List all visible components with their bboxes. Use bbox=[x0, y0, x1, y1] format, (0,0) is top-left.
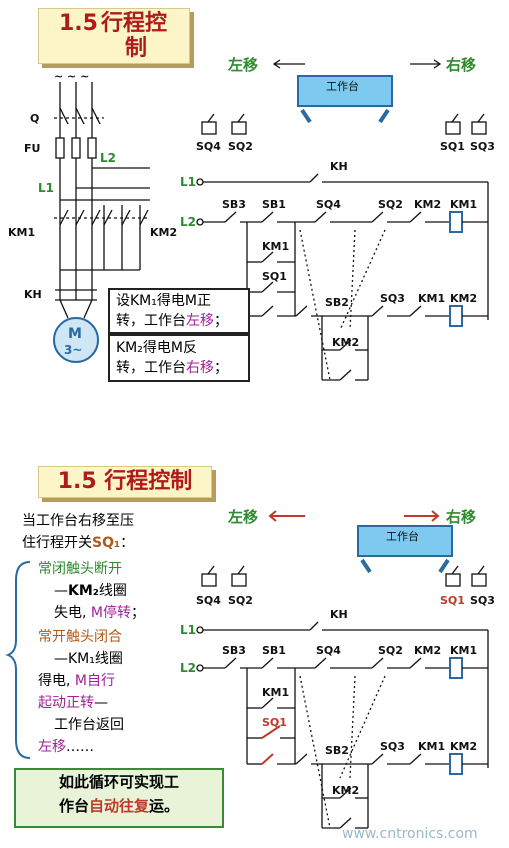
top-note-b: KM₂得电M反 转，工作台右移； bbox=[108, 334, 250, 382]
motor-3-label: 3~ bbox=[64, 343, 82, 357]
top-ctrl-sb3: SB3 bbox=[222, 198, 246, 211]
bottom-ctrl-km1coil: KM1 bbox=[450, 644, 477, 657]
bottom-o3: 得电, M自行 bbox=[38, 673, 115, 689]
top-ctrl-sq2: SQ2 bbox=[378, 198, 403, 211]
top-ctrl-km2a: KM2 bbox=[414, 198, 441, 211]
top-ctrl-sq3: SQ3 bbox=[380, 292, 405, 305]
bottom-sw-sq1: SQ1 bbox=[440, 594, 465, 607]
top-ctrl-sb1: SB1 bbox=[262, 198, 286, 211]
top-l1-label: L1 bbox=[38, 181, 54, 195]
top-q-label: Q bbox=[30, 112, 39, 125]
top-fu-label: FU bbox=[24, 142, 40, 155]
top-ctrl-km2coil: KM2 bbox=[450, 292, 477, 305]
bottom-table-label: 工作台 bbox=[386, 529, 419, 543]
bottom-o1: 常开触头闭合 bbox=[38, 629, 122, 645]
top-l2-label: L2 bbox=[100, 151, 116, 165]
bottom-ctrl-sb2: SB2 bbox=[325, 744, 349, 757]
bottom-left-move-label: 左移 bbox=[227, 508, 258, 526]
top-right-move-label: 右移 bbox=[446, 56, 476, 74]
bottom-sw-sq4: SQ4 bbox=[196, 594, 221, 607]
top-km2-label: KM2 bbox=[150, 226, 177, 239]
bottom-ctrl-sb3: SB3 bbox=[222, 644, 246, 657]
top-note-b-line2: 转，工作台右移； bbox=[116, 360, 228, 376]
bottom-loop-line2: 作台自动往复运。 bbox=[58, 797, 180, 815]
top-note-a-line1: 设KM₁得电M正 bbox=[116, 293, 211, 309]
top-sw-sq3: SQ3 bbox=[470, 140, 495, 153]
motor-m-label: M bbox=[68, 326, 82, 342]
top-note-a: 设KM₁得电M正 转，工作台左移； bbox=[108, 288, 250, 334]
top-ctrl-km1b: KM1 bbox=[418, 292, 445, 305]
bottom-ctrl-km1a: KM1 bbox=[262, 686, 289, 699]
bottom-o4: 起动正转— bbox=[38, 695, 108, 711]
top-ctrl-l1: L1 bbox=[180, 175, 196, 189]
top-sw-sq2: SQ2 bbox=[228, 140, 253, 153]
top-title-number: 1.5 bbox=[59, 11, 98, 36]
top-sw-sq4: SQ4 bbox=[196, 140, 221, 153]
bottom-ctrl-km2b: KM2 bbox=[332, 784, 359, 797]
top-ctrl-sq4: SQ4 bbox=[316, 198, 341, 211]
bottom-title-box: 1.5 行程控制 bbox=[38, 466, 212, 498]
bottom-ctrl-sq1: SQ1 bbox=[262, 716, 287, 729]
bottom-ctrl-km1b: KM1 bbox=[418, 740, 445, 753]
top-ctrl-kh: KH bbox=[330, 160, 348, 173]
bottom-ctrl-kh: KH bbox=[330, 608, 348, 621]
top-note-a-line2: 转，工作台左移； bbox=[116, 313, 228, 329]
bottom-ctrl-sq3: SQ3 bbox=[380, 740, 405, 753]
top-left-move-label: 左移 bbox=[227, 56, 258, 74]
bottom-ctrl-sb1: SB1 bbox=[262, 644, 286, 657]
bottom-ctrl-l2: L2 bbox=[180, 661, 196, 675]
top-ctrl-km2b: KM2 bbox=[332, 336, 359, 349]
bottom-ctrl-km2coil: KM2 bbox=[450, 740, 477, 753]
bottom-o2: —KM₁线圈 bbox=[54, 651, 123, 667]
top-ctrl-sb2: SB2 bbox=[325, 296, 349, 309]
top-note-b-line1: KM₂得电M反 bbox=[116, 340, 197, 356]
bottom-right-move-label: 右移 bbox=[446, 508, 476, 526]
bottom-ctrl-l1: L1 bbox=[180, 623, 196, 637]
bottom-ctrl-sq2: SQ2 bbox=[378, 644, 403, 657]
top-title-line2: 制 bbox=[125, 36, 148, 61]
bottom-ctrl-sq4: SQ4 bbox=[316, 644, 341, 657]
bottom-g1: 常闭触头断开 bbox=[38, 561, 122, 577]
bottom-sw-sq3: SQ3 bbox=[470, 594, 495, 607]
top-title-box: 1.5 行程控 制 bbox=[38, 8, 190, 64]
bottom-loop-box: 如此循环可实现工 作台自动往复运。 bbox=[14, 768, 224, 828]
bottom-loop-line1: 如此循环可实现工 bbox=[58, 773, 179, 791]
top-title-line1: 行程控 bbox=[101, 11, 168, 36]
top-sw-sq1: SQ1 bbox=[440, 140, 465, 153]
bottom-sw-sq2: SQ2 bbox=[228, 594, 253, 607]
top-ctrl-km1a: KM1 bbox=[262, 240, 289, 253]
top-ctrl-sq1: SQ1 bbox=[262, 270, 287, 283]
top-supply-label: ~ ~ ~ bbox=[54, 70, 89, 83]
top-kh-label: KH bbox=[24, 288, 42, 301]
bottom-g2: —KM₂线圈 bbox=[54, 583, 127, 599]
top-ctrl-l2: L2 bbox=[180, 215, 196, 229]
top-ctrl-km1coil: KM1 bbox=[450, 198, 477, 211]
bottom-line1: 当工作台右移至压 bbox=[22, 513, 134, 529]
bottom-g3: 失电, M停转； bbox=[54, 605, 145, 621]
watermark: www.cntronics.com bbox=[342, 826, 478, 842]
bottom-ctrl-km2a: KM2 bbox=[414, 644, 441, 657]
bottom-o6: 左移…… bbox=[38, 739, 94, 755]
bottom-line2: 住行程开关SQ₁： bbox=[22, 535, 135, 551]
bottom-o5: 工作台返回 bbox=[54, 717, 124, 733]
top-km1-label: KM1 bbox=[8, 226, 35, 239]
top-table-label: 工作台 bbox=[326, 79, 359, 93]
